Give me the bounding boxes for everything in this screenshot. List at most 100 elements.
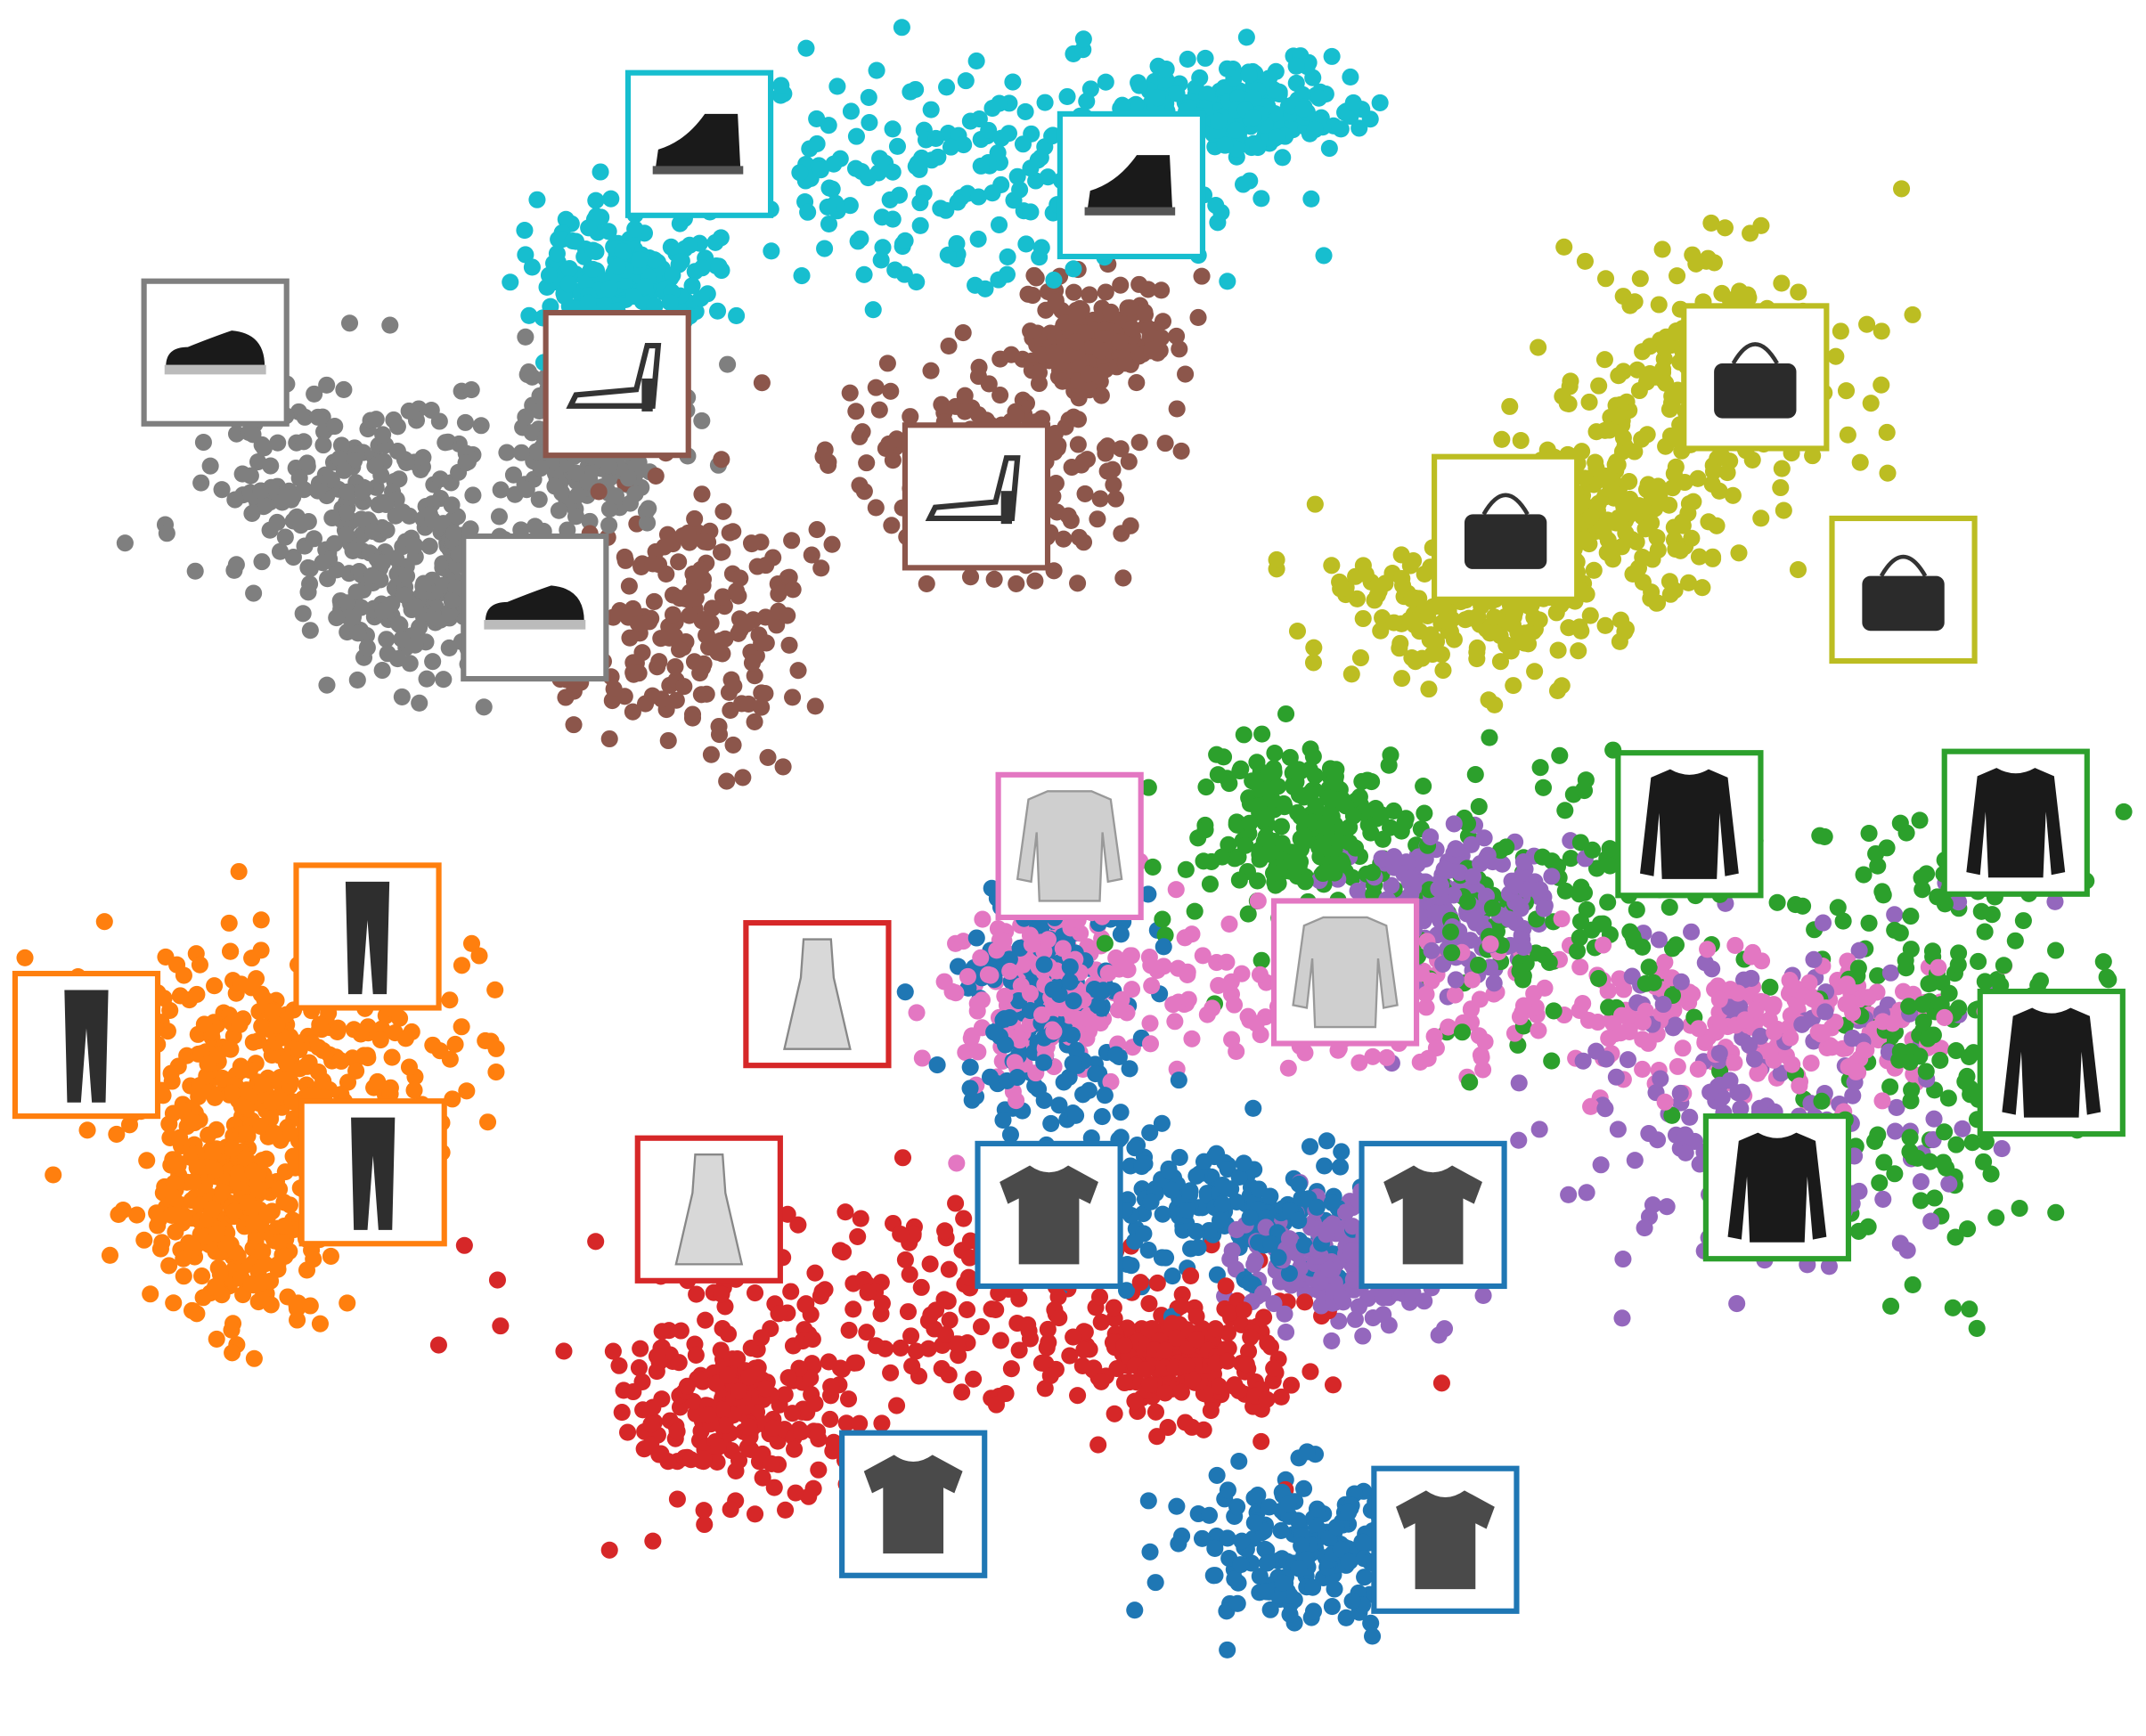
scatter-point-class-8 [1718, 464, 1736, 482]
scatter-point-class-4 [1922, 1212, 1940, 1230]
scatter-point-class-0 [1213, 1176, 1231, 1194]
scatter-point-class-5 [724, 523, 742, 541]
scatter-point-class-3 [708, 1453, 726, 1471]
scatter-point-class-2 [1902, 1092, 1920, 1110]
scatter-point-class-3 [1272, 1388, 1290, 1406]
scatter-point-class-3 [836, 1203, 854, 1221]
scatter-point-class-8 [1576, 252, 1594, 270]
scatter-point-class-5 [657, 565, 675, 583]
scatter-point-class-0 [1261, 1187, 1279, 1205]
scatter-point-class-0 [1139, 885, 1157, 903]
scatter-point-class-0 [1280, 1265, 1298, 1283]
scatter-point-class-9 [548, 245, 566, 263]
scatter-point-class-7 [550, 501, 567, 519]
scatter-point-class-5 [665, 627, 684, 645]
scatter-point-class-9 [828, 77, 846, 95]
scatter-point-class-6 [1350, 1054, 1368, 1072]
scatter-point-class-2 [1272, 818, 1291, 835]
scatter-point-class-6 [1859, 989, 1877, 1007]
scatter-point-class-6 [1218, 953, 1236, 971]
scatter-point-class-9 [797, 39, 815, 57]
scatter-point-class-5 [1156, 435, 1174, 452]
scatter-point-class-9 [517, 246, 534, 264]
scatter-point-class-5 [882, 382, 900, 400]
scatter-point-class-2 [1874, 886, 1892, 904]
scatter-point-class-3 [800, 1487, 818, 1505]
scatter-point-class-8 [1690, 548, 1709, 566]
scatter-point-class-0 [1142, 1193, 1160, 1210]
scatter-point-class-7 [626, 485, 644, 502]
scatter-point-class-3 [789, 1216, 807, 1234]
scatter-point-class-5 [1022, 322, 1040, 340]
scatter-point-class-3 [1010, 1341, 1028, 1359]
scatter-point-class-2 [1849, 959, 1867, 977]
scatter-point-class-7 [415, 575, 433, 592]
scatter-point-class-0 [1112, 1104, 1130, 1121]
scatter-point-class-5 [858, 454, 876, 472]
scatter-point-class-2 [1415, 778, 1432, 795]
scatter-point-class-1 [453, 1018, 470, 1036]
scatter-point-class-3 [630, 1359, 649, 1377]
scatter-point-class-5 [722, 701, 739, 720]
scatter-point-class-7 [348, 671, 366, 689]
scatter-point-class-1 [352, 1025, 370, 1043]
scatter-point-class-0 [1356, 1569, 1374, 1586]
scatter-point-class-9 [625, 288, 643, 306]
scatter-point-class-4 [1560, 1186, 1578, 1203]
scatter-point-class-9 [1127, 95, 1145, 113]
scatter-point-class-2 [1950, 944, 1968, 962]
scatter-point-class-7 [393, 688, 411, 705]
scatter-point-class-3 [959, 1268, 977, 1286]
scatter-point-class-6 [1689, 1060, 1707, 1078]
scatter-point-class-3 [687, 1346, 705, 1364]
scatter-point-class-2 [1266, 744, 1284, 762]
scatter-point-class-3 [851, 1414, 869, 1432]
scatter-point-class-4 [1510, 1131, 1528, 1149]
scatter-point-class-5 [605, 680, 623, 698]
scatter-point-class-2 [1230, 871, 1248, 889]
scatter-point-class-3 [858, 1324, 876, 1341]
scatter-point-class-3 [1115, 1373, 1133, 1392]
scatter-point-class-4 [1732, 1100, 1750, 1118]
scatter-point-class-0 [1155, 938, 1172, 956]
scatter-point-class-5 [867, 379, 885, 396]
scatter-point-class-8 [1549, 641, 1567, 659]
scatter-point-class-2 [1296, 873, 1314, 891]
scatter-point-class-1 [220, 914, 238, 932]
scatter-point-class-6 [1726, 1054, 1743, 1072]
scatter-point-class-6 [943, 982, 961, 1000]
scatter-point-class-9 [1022, 203, 1040, 221]
scatter-point-class-0 [1135, 1225, 1153, 1243]
scatter-point-class-5 [1019, 285, 1037, 303]
scatter-point-class-2 [1628, 901, 1645, 918]
scatter-point-class-0 [1074, 1086, 1092, 1104]
scatter-point-class-1 [238, 1124, 256, 1142]
scatter-point-class-1 [458, 1082, 476, 1100]
scatter-point-class-3 [712, 1341, 730, 1359]
scatter-point-class-1 [283, 1093, 301, 1111]
scatter-point-class-5 [756, 685, 774, 703]
scatter-point-class-2 [1587, 860, 1606, 877]
scatter-point-class-4 [1461, 932, 1479, 950]
scatter-point-class-1 [200, 1126, 217, 1144]
scatter-point-class-3 [763, 1455, 780, 1473]
scatter-point-class-7 [213, 481, 231, 499]
scatter-point-class-4 [1354, 1327, 1372, 1345]
scatter-point-class-3 [776, 1386, 794, 1404]
scatter-point-class-7 [398, 567, 416, 585]
scatter-point-class-4 [1940, 1175, 1958, 1193]
scatter-point-class-0 [1107, 1046, 1125, 1064]
scatter-point-class-2 [1995, 957, 2012, 974]
scatter-point-class-9 [932, 200, 950, 217]
scatter-point-class-5 [1025, 266, 1043, 284]
scatter-point-class-8 [1631, 270, 1649, 288]
scatter-point-class-2 [1640, 958, 1658, 976]
scatter-point-class-0 [1122, 1257, 1140, 1275]
scatter-point-class-1 [108, 1125, 126, 1143]
scatter-point-class-2 [1970, 952, 1987, 971]
scatter-point-class-0 [1272, 1521, 1290, 1539]
scatter-point-class-5 [1030, 363, 1049, 381]
scatter-point-class-6 [908, 1004, 926, 1022]
scatter-point-class-5 [784, 689, 802, 706]
scatter-point-class-8 [1609, 456, 1627, 474]
